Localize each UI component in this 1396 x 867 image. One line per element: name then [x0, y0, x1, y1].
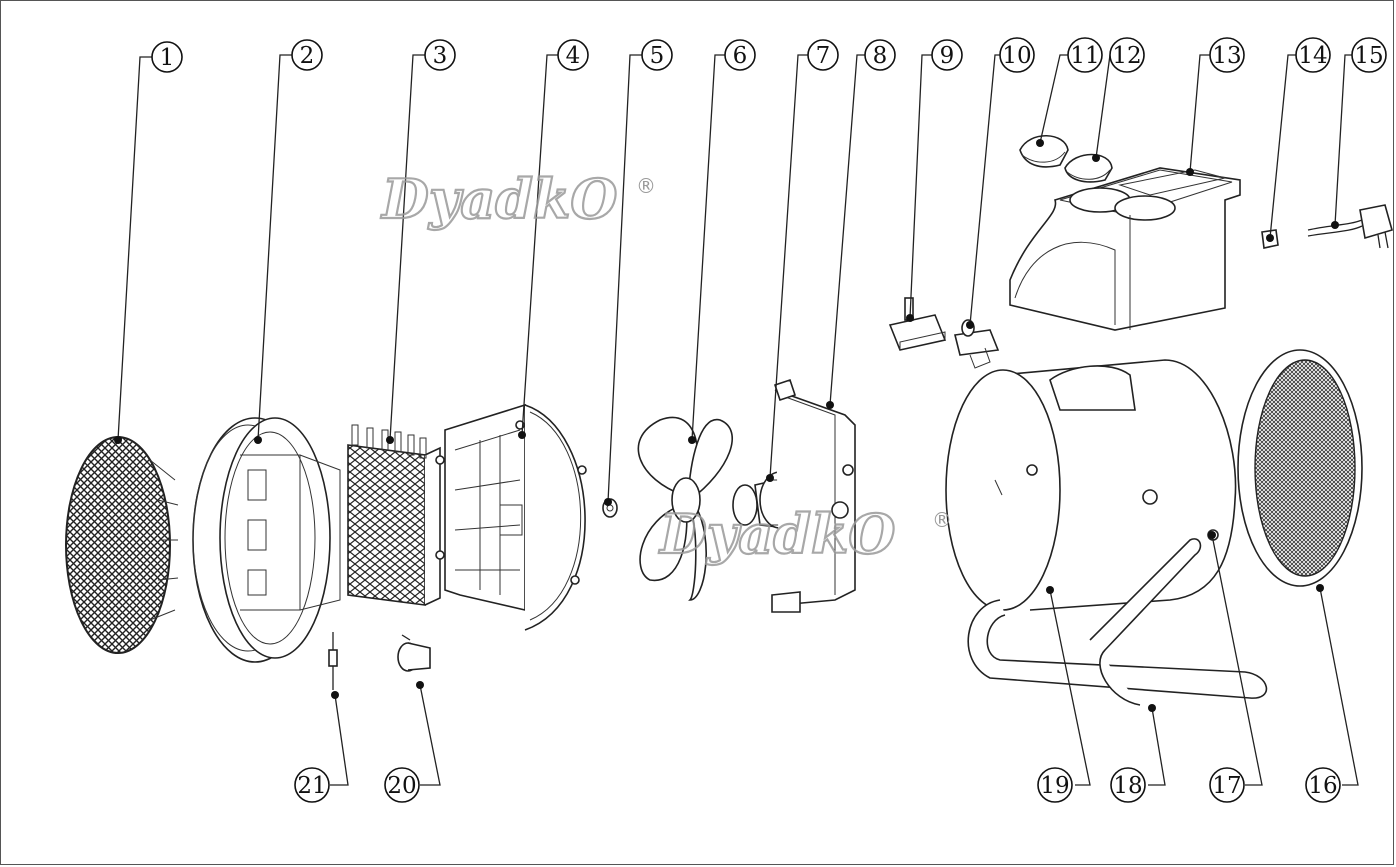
- callout-21: 21: [294, 767, 330, 803]
- callout-13: 13: [1209, 37, 1245, 73]
- callout-14-label: 14: [1298, 43, 1327, 69]
- watermark-top-mark: ®: [636, 174, 656, 198]
- callout-10: 10: [999, 37, 1035, 73]
- watermark-center: DyadkO ®: [657, 501, 952, 567]
- callout-8: 8: [864, 39, 896, 71]
- callout-15: 15: [1351, 37, 1387, 73]
- heating-element: [347, 424, 441, 606]
- callout-12-label: 12: [1112, 43, 1141, 69]
- switch: [888, 297, 947, 351]
- callout-20: 20: [384, 767, 420, 803]
- leader-dots: [114, 139, 1339, 712]
- callout-6: 6: [724, 39, 756, 71]
- callout-19-label: 19: [1040, 773, 1069, 799]
- watermark-top: DyadkO ®: [379, 166, 656, 232]
- callout-18: 18: [1110, 767, 1146, 803]
- leader-lines: [117, 54, 1359, 786]
- callout-1-label: 1: [160, 45, 175, 71]
- thermostat: [954, 319, 1000, 369]
- callout-4: 4: [557, 39, 589, 71]
- rear-grille: [1237, 349, 1363, 587]
- control-housing: [1009, 167, 1241, 331]
- callout-14: 14: [1295, 37, 1331, 73]
- callout-3-label: 3: [433, 43, 448, 69]
- knob-left: [1019, 135, 1069, 168]
- callout-11-label: 11: [1070, 43, 1099, 69]
- callout-7: 7: [807, 39, 839, 71]
- callout-16: 16: [1305, 767, 1341, 803]
- watermark-center-mark: ®: [932, 508, 952, 532]
- callout-6-label: 6: [733, 43, 748, 69]
- callout-16-label: 16: [1308, 773, 1337, 799]
- callout-4-label: 4: [566, 43, 581, 69]
- callout-21-label: 21: [297, 773, 326, 799]
- heater-body: [945, 359, 1237, 611]
- callout-5: 5: [641, 39, 673, 71]
- callout-20-label: 20: [387, 773, 416, 799]
- callout-5-label: 5: [650, 43, 665, 69]
- fuse: [328, 632, 338, 690]
- watermark-center-text: DyadkO: [658, 502, 895, 566]
- callout-8-label: 8: [873, 43, 888, 69]
- front-ring: [192, 417, 341, 663]
- fan-blade: [637, 416, 733, 601]
- callout-3: 3: [424, 39, 456, 71]
- callout-2: 2: [291, 39, 323, 71]
- callout-7-label: 7: [816, 43, 831, 69]
- callout-10-label: 10: [1002, 43, 1031, 69]
- callout-1: 1: [151, 41, 183, 73]
- callout-15-label: 15: [1354, 43, 1383, 69]
- stand-frame: [967, 538, 1268, 706]
- callout-9: 9: [931, 39, 963, 71]
- callout-9-label: 9: [940, 43, 955, 69]
- watermark-top-text: DyadkO: [380, 167, 617, 231]
- callout-2-label: 2: [300, 43, 315, 69]
- knob-right: [1064, 153, 1113, 183]
- callout-19: 19: [1037, 767, 1073, 803]
- power-plug: [1307, 204, 1393, 249]
- inner-housing: [435, 403, 587, 631]
- front-grille: [65, 436, 179, 654]
- callout-12: 12: [1109, 37, 1145, 73]
- callout-18-label: 18: [1113, 773, 1142, 799]
- callout-17-label: 17: [1212, 773, 1241, 799]
- callout-13-label: 13: [1212, 43, 1241, 69]
- callout-17: 17: [1209, 767, 1245, 803]
- callout-11: 11: [1067, 37, 1103, 73]
- motor-bracket: [771, 378, 856, 613]
- thermal-cutoff: [397, 634, 431, 672]
